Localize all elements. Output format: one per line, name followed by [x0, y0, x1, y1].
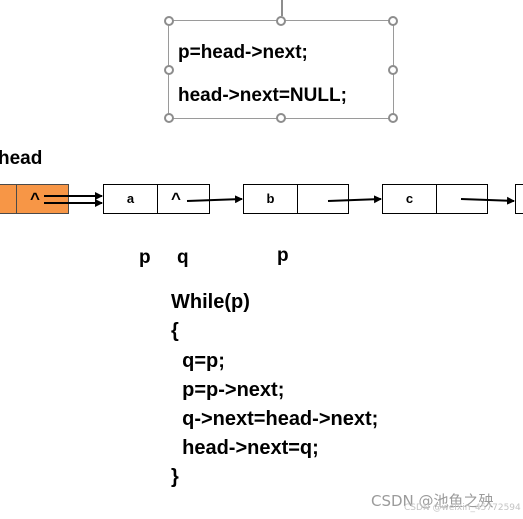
- textbox-line-1: p=head->next;: [178, 42, 308, 63]
- resize-handle-middle-left[interactable]: [164, 65, 174, 75]
- resize-handle-top-right[interactable]: [388, 16, 398, 26]
- watermark-sub: CSDN @weixin_45772594: [404, 503, 521, 513]
- head-label: head: [0, 148, 43, 169]
- node-b-divider: [297, 185, 298, 213]
- resize-handle-bottom-middle[interactable]: [276, 113, 286, 123]
- arrow-c-to-next: [460, 196, 515, 205]
- code-line-4: p=p->next;: [171, 379, 285, 401]
- node-a-divider: [157, 185, 158, 213]
- code-line-2: {: [171, 320, 179, 342]
- resize-handle-middle-right[interactable]: [388, 65, 398, 75]
- pointer-label-p-second: p: [277, 245, 289, 266]
- node-b-data: b: [266, 191, 275, 206]
- node-c-data: c: [405, 191, 414, 206]
- pointer-label-q: q: [177, 247, 189, 268]
- code-line-1: While(p): [171, 291, 250, 313]
- node-c-divider: [436, 185, 437, 213]
- arrow-b-to-c: [327, 195, 382, 204]
- resize-handle-top-middle[interactable]: [276, 16, 286, 26]
- arrow-a-to-b: [186, 195, 243, 204]
- node-a[interactable]: a ^: [103, 184, 210, 214]
- code-line-7: }: [171, 466, 179, 488]
- node-next-partial[interactable]: [515, 184, 523, 214]
- head-node-pointer: ^: [30, 189, 40, 208]
- resize-handle-bottom-right[interactable]: [388, 113, 398, 123]
- resize-handle-top-left[interactable]: [164, 16, 174, 26]
- node-b[interactable]: b: [243, 184, 349, 214]
- code-line-5: q->next=head->next;: [171, 408, 379, 430]
- pointer-label-p-first: p: [139, 247, 151, 268]
- node-a-pointer: ^: [171, 189, 181, 208]
- head-node-divider: [16, 185, 17, 213]
- head-node[interactable]: ^: [0, 184, 69, 214]
- code-line-6: head->next=q;: [171, 437, 319, 459]
- rotation-handle-line: [281, 0, 283, 16]
- resize-handle-bottom-left[interactable]: [164, 113, 174, 123]
- watermark-main: CSDN @池鱼之殃: [371, 492, 494, 510]
- node-a-data: a: [126, 191, 135, 206]
- code-line-3: q=p;: [171, 350, 225, 372]
- textbox-line-2: head->next=NULL;: [178, 85, 347, 106]
